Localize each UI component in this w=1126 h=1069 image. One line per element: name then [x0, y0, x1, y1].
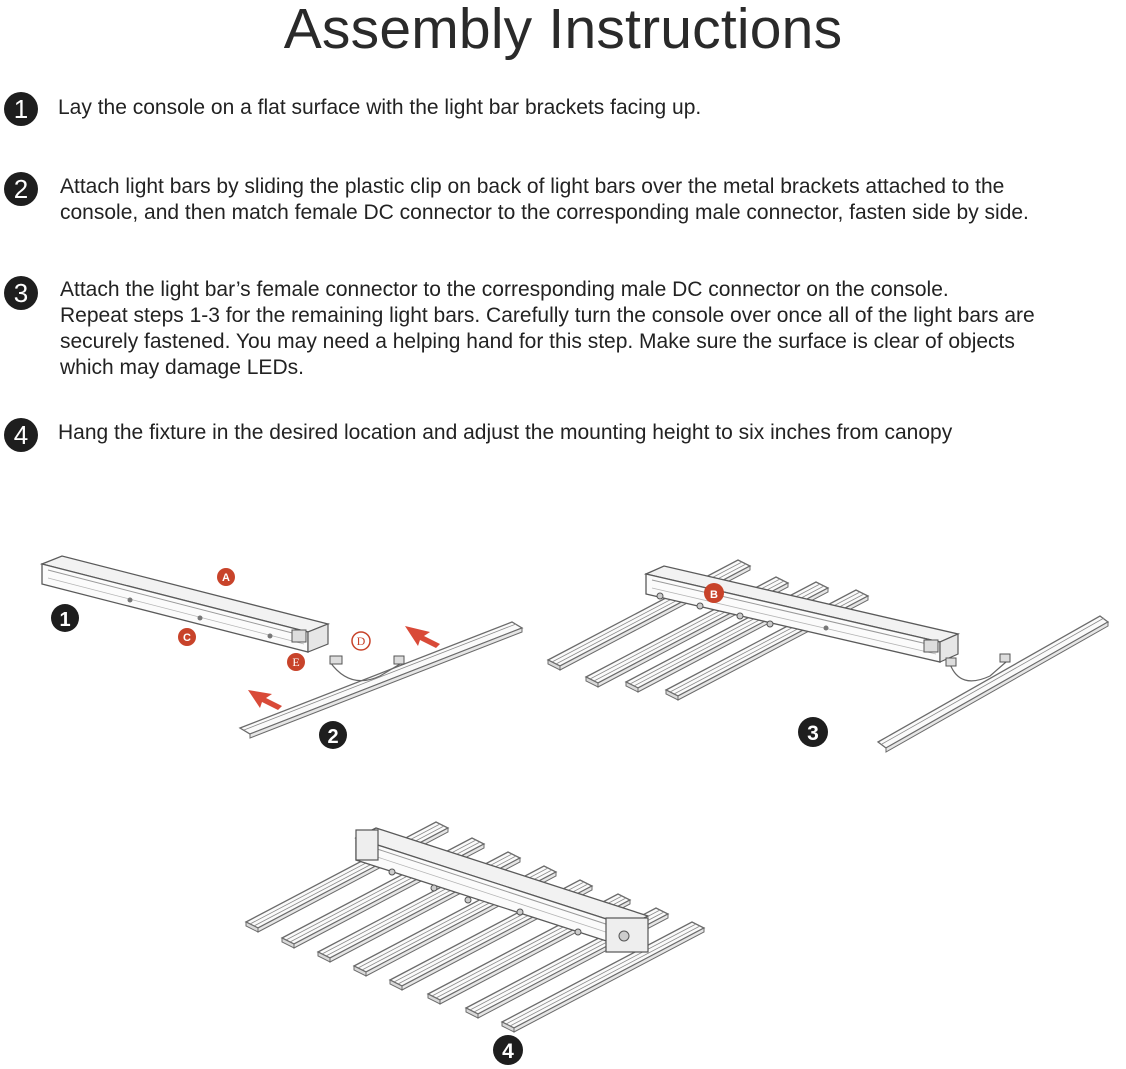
svg-text:C: C [183, 632, 191, 644]
svg-text:2: 2 [327, 726, 338, 748]
slide-arrow-left [248, 690, 282, 710]
svg-text:B: B [710, 589, 718, 601]
slide-arrow-right [405, 626, 440, 648]
callout-d: D [351, 631, 371, 651]
figure-badge-4: 4 [493, 1035, 523, 1065]
page-title: Assembly Instructions [283, 0, 843, 61]
svg-text:E: E [292, 655, 299, 669]
figure-step-3: B 3 [547, 559, 1110, 753]
step-number-4: 4 [4, 418, 38, 452]
svg-text:3: 3 [807, 722, 819, 745]
step-number-1: 1 [4, 92, 38, 126]
callout-b: B [704, 583, 724, 603]
step-text-1: Lay the console on a flat surface with t… [58, 96, 702, 119]
light-bar-illustration [238, 621, 524, 739]
step-text-2: Attach light bars by sliding the plastic… [60, 175, 1029, 224]
figure-step-1-2: A C D E 1 2 [39, 555, 524, 749]
figure-badge-2: 2 [319, 721, 347, 749]
figure-step-4: 4 [245, 821, 705, 1065]
svg-text:4: 4 [502, 1040, 514, 1063]
callout-a: A [217, 568, 235, 586]
step-text-4: Hang the fixture in the desired location… [58, 421, 953, 444]
svg-text:D: D [357, 634, 366, 648]
figure-badge-1: 1 [51, 604, 79, 632]
callout-e: E [287, 653, 305, 671]
svg-text:A: A [222, 572, 230, 584]
figure-badge-3: 3 [798, 717, 828, 747]
svg-text:1: 1 [59, 609, 70, 631]
step-number-3: 3 [4, 276, 38, 310]
console-illustration [39, 555, 331, 653]
step-number-2: 2 [4, 172, 38, 206]
callout-c: C [178, 628, 196, 646]
step-text-3: Attach the light bar’s female connector … [60, 278, 1035, 379]
